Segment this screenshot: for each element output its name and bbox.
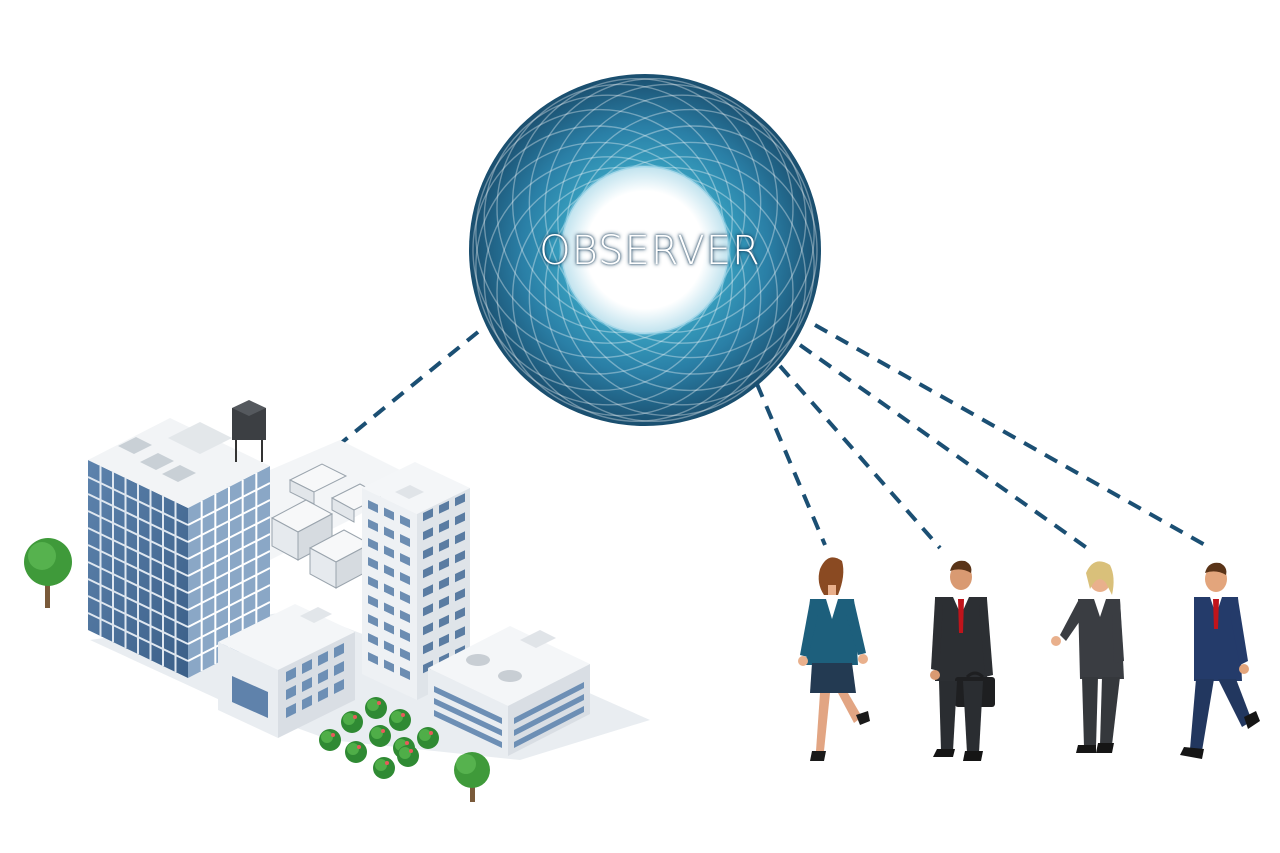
shrub-icon	[417, 727, 439, 749]
shrub-icon	[373, 757, 395, 779]
water-tower-icon	[232, 400, 266, 462]
observer-label: OBSERVER	[539, 228, 761, 274]
truck-lot	[270, 440, 420, 589]
shrub-icon	[365, 697, 387, 719]
connector-to-person-3	[798, 343, 1089, 550]
people-group	[798, 557, 1260, 761]
shrub-icon	[389, 709, 411, 731]
observer-ring	[469, 74, 821, 426]
shrub-icon	[397, 745, 419, 767]
businesswoman-blonde-icon	[1051, 561, 1124, 753]
shrub-icon	[319, 729, 341, 751]
connector-to-person-2	[778, 364, 942, 550]
connector-to-person-1	[755, 383, 827, 546]
tree-icon	[454, 752, 490, 802]
low-building	[218, 604, 355, 738]
businessman-briefcase-icon	[930, 560, 995, 761]
businesswoman-teal-icon	[798, 557, 870, 761]
delivery-truck-icon	[288, 463, 348, 505]
office-tower	[87, 400, 271, 678]
connector-lines	[333, 323, 1206, 550]
shrub-icon	[341, 711, 363, 733]
shrub-garden	[319, 697, 439, 779]
shrub-icon	[369, 725, 391, 747]
connector-to-person-4	[814, 323, 1206, 547]
warehouse	[428, 626, 590, 756]
city-cluster	[24, 400, 650, 802]
apartment-tower	[362, 462, 470, 700]
connector-to-city	[333, 330, 480, 450]
tree-icon	[24, 538, 72, 608]
shrub-icon	[345, 741, 367, 763]
delivery-truck-icon	[270, 499, 334, 561]
businessman-navy-icon	[1180, 562, 1260, 759]
